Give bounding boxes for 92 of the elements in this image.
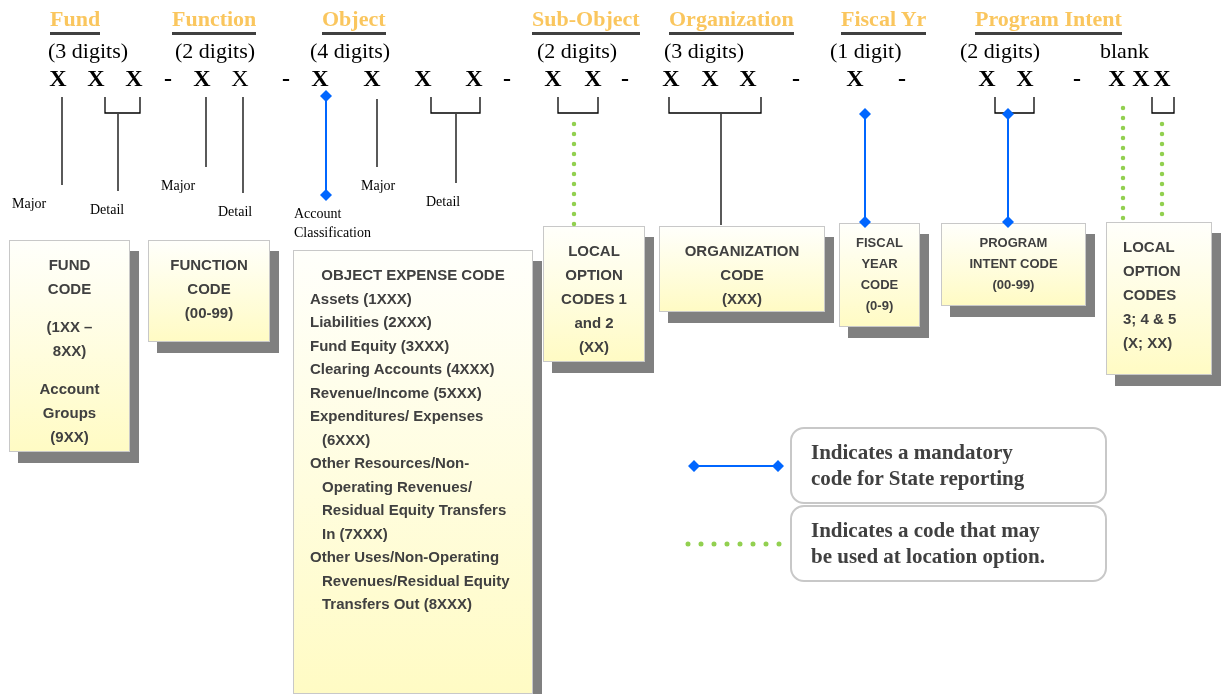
dotted-line bbox=[571, 121, 577, 228]
code-digit: X bbox=[414, 64, 432, 92]
code-digit: - bbox=[792, 64, 800, 92]
box-heading: FUND CODE bbox=[46, 255, 93, 299]
code-digit: X bbox=[739, 64, 757, 92]
code-digit: X bbox=[662, 64, 680, 92]
code-range: Clearing Accounts (4XXX) bbox=[310, 359, 496, 379]
segment-heading: Sub-Object bbox=[532, 6, 640, 35]
box-heading: OBJECT EXPENSE CODE bbox=[320, 265, 506, 285]
code-digit: X bbox=[465, 64, 483, 92]
code-range: (00-99) bbox=[991, 276, 1036, 294]
code-digit: X bbox=[584, 64, 602, 92]
leader-line bbox=[455, 113, 457, 184]
digit-count: blank bbox=[1100, 38, 1149, 64]
code-digit: X bbox=[49, 64, 67, 92]
code-range: Fund Equity (3XXX) bbox=[310, 335, 451, 356]
code-digit: - bbox=[503, 64, 511, 92]
digit-count: (4 digits) bbox=[310, 38, 391, 64]
digit-count: (2 digits) bbox=[960, 38, 1041, 64]
segment-heading: Fiscal Yr bbox=[841, 6, 927, 35]
code-range: Liabilities (2XXX) bbox=[310, 312, 433, 332]
box-heading: FUNCTION CODE bbox=[169, 255, 249, 299]
part-label: Major bbox=[361, 177, 397, 195]
code-digit: X bbox=[544, 64, 562, 92]
code-range: Revenue/Income (5XXX) bbox=[310, 382, 483, 403]
part-label: Major bbox=[161, 177, 197, 195]
code-digit: X bbox=[1108, 64, 1126, 92]
code-digit: X bbox=[846, 64, 864, 92]
digit-count: (3 digits) bbox=[664, 38, 745, 64]
code-digit: X bbox=[1153, 64, 1171, 92]
code-range: Expenditures/ Expenses (6XXX) bbox=[310, 406, 485, 450]
code-range: (00-99) bbox=[183, 303, 235, 323]
code-digit: X bbox=[363, 64, 381, 92]
code-digit: X bbox=[231, 64, 249, 92]
code-digit: - bbox=[282, 64, 290, 92]
segment-heading: Organization bbox=[669, 6, 794, 35]
box-heading: PROGRAM INTENT CODE bbox=[968, 234, 1059, 273]
code-range: Assets (1XXX) bbox=[310, 288, 413, 309]
box-heading: LOCAL OPTION CODES 3; 4 & 5 bbox=[1123, 237, 1182, 329]
part-label: Detail bbox=[90, 201, 126, 219]
code-range: Other Uses/Non-Operating Revenues/Residual Equity Transfers Out (8XXX) bbox=[310, 547, 511, 614]
part-label: Major bbox=[12, 195, 48, 213]
diamond-ended-line bbox=[859, 108, 871, 228]
code-digit: X bbox=[1016, 64, 1034, 92]
legend-text: Indicates a mandatory code for State reporting bbox=[790, 427, 1107, 504]
part-label: Detail bbox=[426, 193, 462, 211]
code-digit: - bbox=[621, 64, 629, 92]
segment-heading: Object bbox=[322, 6, 386, 35]
leader-line bbox=[205, 96, 207, 168]
code-range: Other Resources/Non-Operating Revenues/ Residual Equity Transfers In (7XXX) bbox=[310, 453, 508, 544]
bracket bbox=[430, 96, 481, 114]
code-digit: X bbox=[978, 64, 996, 92]
code-range: (X; XX) bbox=[1123, 333, 1174, 353]
bracket bbox=[104, 96, 141, 114]
segment-heading: Program Intent bbox=[975, 6, 1122, 35]
box-heading: ORGANIZATION CODE bbox=[683, 241, 801, 285]
part-label: Account Classification bbox=[294, 205, 372, 242]
code-digit: X bbox=[311, 64, 329, 92]
legend-text: Indicates a code that may be used at location option. bbox=[790, 505, 1107, 582]
code-range: (XX) bbox=[578, 337, 610, 357]
part-label: Detail bbox=[218, 203, 254, 221]
box-heading: LOCAL OPTION CODES 1 and 2 bbox=[560, 241, 628, 333]
code-range: (XXX) bbox=[721, 289, 763, 309]
code-digit: X bbox=[125, 64, 143, 92]
code-digit: - bbox=[1073, 64, 1081, 92]
code-digit: X bbox=[87, 64, 105, 92]
digit-count: (1 digit) bbox=[830, 38, 902, 64]
code-digit: X bbox=[701, 64, 719, 92]
segment-heading: Function bbox=[172, 6, 257, 35]
digit-count: (2 digits) bbox=[175, 38, 256, 64]
code-range: (1XX – 8XX) bbox=[45, 317, 94, 361]
segment-heading: Fund bbox=[50, 6, 101, 35]
code-digit: X bbox=[1132, 64, 1150, 92]
bracket bbox=[557, 96, 599, 114]
code-range: Account Groups (9XX) bbox=[38, 379, 101, 447]
code-range: (0-9) bbox=[864, 297, 895, 315]
leader-line bbox=[720, 113, 722, 226]
bracket bbox=[1151, 96, 1175, 114]
leader-line bbox=[61, 96, 63, 186]
bracket bbox=[668, 96, 762, 114]
leader-line bbox=[117, 113, 119, 192]
bracket bbox=[994, 96, 1035, 114]
digit-count: (2 digits) bbox=[537, 38, 618, 64]
digit-count: (3 digits) bbox=[48, 38, 129, 64]
leader-line bbox=[242, 96, 244, 194]
diamond-ended-line bbox=[320, 90, 332, 201]
diamond-ended-line bbox=[1002, 108, 1014, 228]
code-digit: - bbox=[898, 64, 906, 92]
code-digit: - bbox=[164, 64, 172, 92]
box-heading: FISCAL YEAR CODE bbox=[855, 234, 904, 294]
code-digit: X bbox=[193, 64, 211, 92]
leader-line bbox=[376, 98, 378, 168]
